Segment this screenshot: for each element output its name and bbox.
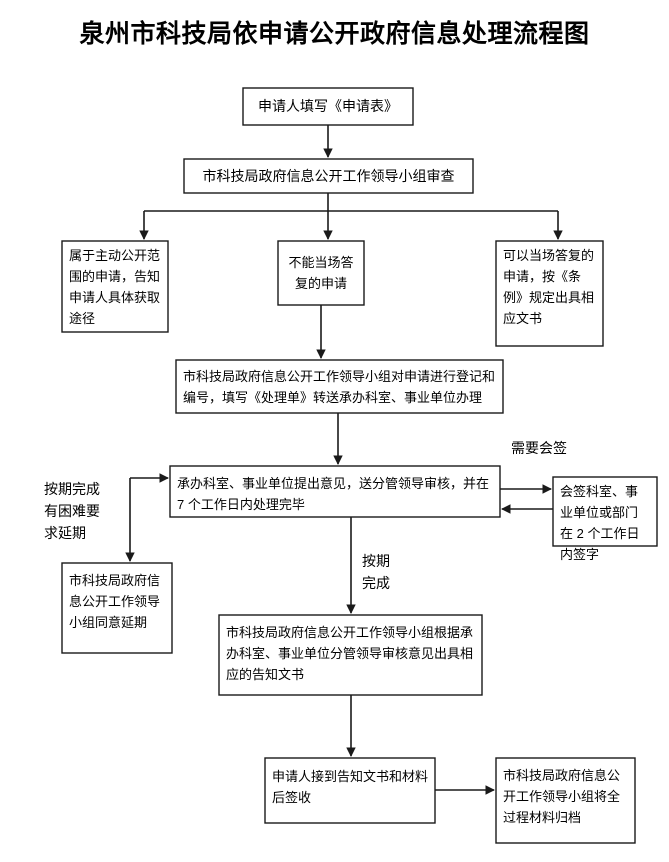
node-n10: 市科技局政府信息公开工作领导小组根据承办科室、事业单位分管领导审核意见出具相应的… bbox=[226, 625, 474, 682]
page-title: 泉州市科技局依申请公开政府信息处理流程图 bbox=[79, 21, 590, 48]
node-rect-n3 bbox=[61, 240, 169, 333]
node-n12: 市科技局政府信息公开工作领导小组将全过程材料归档 bbox=[503, 768, 621, 825]
node-rect-n2 bbox=[183, 158, 474, 194]
node-n9: 市科技局政府信息公开工作领导小组同意延期 bbox=[69, 573, 161, 630]
edge-label-ontime: 按期 完成 bbox=[362, 553, 390, 591]
node-n4: 不能当场答复的申请 bbox=[288, 255, 354, 291]
node-n3: 属于主动公开范围的申请，告知申请人具体获取途径 bbox=[69, 248, 161, 326]
node-n5: 可以当场答复的申请，按《条例》规定出具相应文书 bbox=[503, 248, 595, 326]
node-rect-n5 bbox=[495, 240, 604, 347]
edge-label-delay: 按期完成 有困难要 求延期 bbox=[44, 481, 100, 541]
node-rect-n8 bbox=[552, 476, 658, 547]
node-rect-n12 bbox=[495, 757, 636, 844]
node-n7: 承办科室、事业单位提出意见，送分管领导审核，并在 7 个工作日内处理完毕 bbox=[177, 476, 493, 512]
node-n11: 申请人接到告知文书和材料后签收 bbox=[272, 769, 429, 805]
node-rect-n6 bbox=[175, 359, 504, 414]
node-rect-n1 bbox=[242, 87, 414, 126]
node-rect-n7 bbox=[169, 465, 501, 518]
node-rect-n11 bbox=[264, 757, 436, 824]
node-n1: 申请人填写《申请表》 bbox=[258, 98, 398, 114]
node-n8: 会签科室、事业单位或部门在 2 个工作日内签字 bbox=[560, 484, 640, 562]
node-n2: 市科技局政府信息公开工作领导小组审查 bbox=[202, 167, 455, 184]
node-n6: 市科技局政府信息公开工作领导小组对申请进行登记和编号，填写《处理单》转送承办科室… bbox=[183, 369, 496, 405]
edge-label-countersign: 需要会签 bbox=[511, 440, 567, 456]
node-rect-n10 bbox=[218, 614, 483, 696]
node-rect-n9 bbox=[61, 562, 173, 654]
